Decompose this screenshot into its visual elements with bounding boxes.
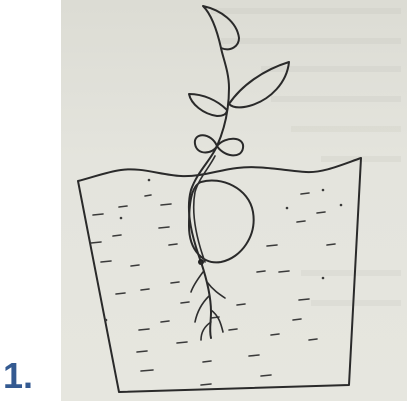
background-bleed-text bbox=[211, 8, 401, 306]
soil-marks bbox=[91, 179, 342, 385]
cotyledons bbox=[195, 135, 243, 155]
seed bbox=[189, 180, 254, 262]
stem bbox=[189, 48, 229, 262]
figure-number-label: 1. bbox=[3, 356, 33, 396]
seedling-illustration bbox=[61, 0, 407, 401]
roots bbox=[191, 259, 225, 340]
